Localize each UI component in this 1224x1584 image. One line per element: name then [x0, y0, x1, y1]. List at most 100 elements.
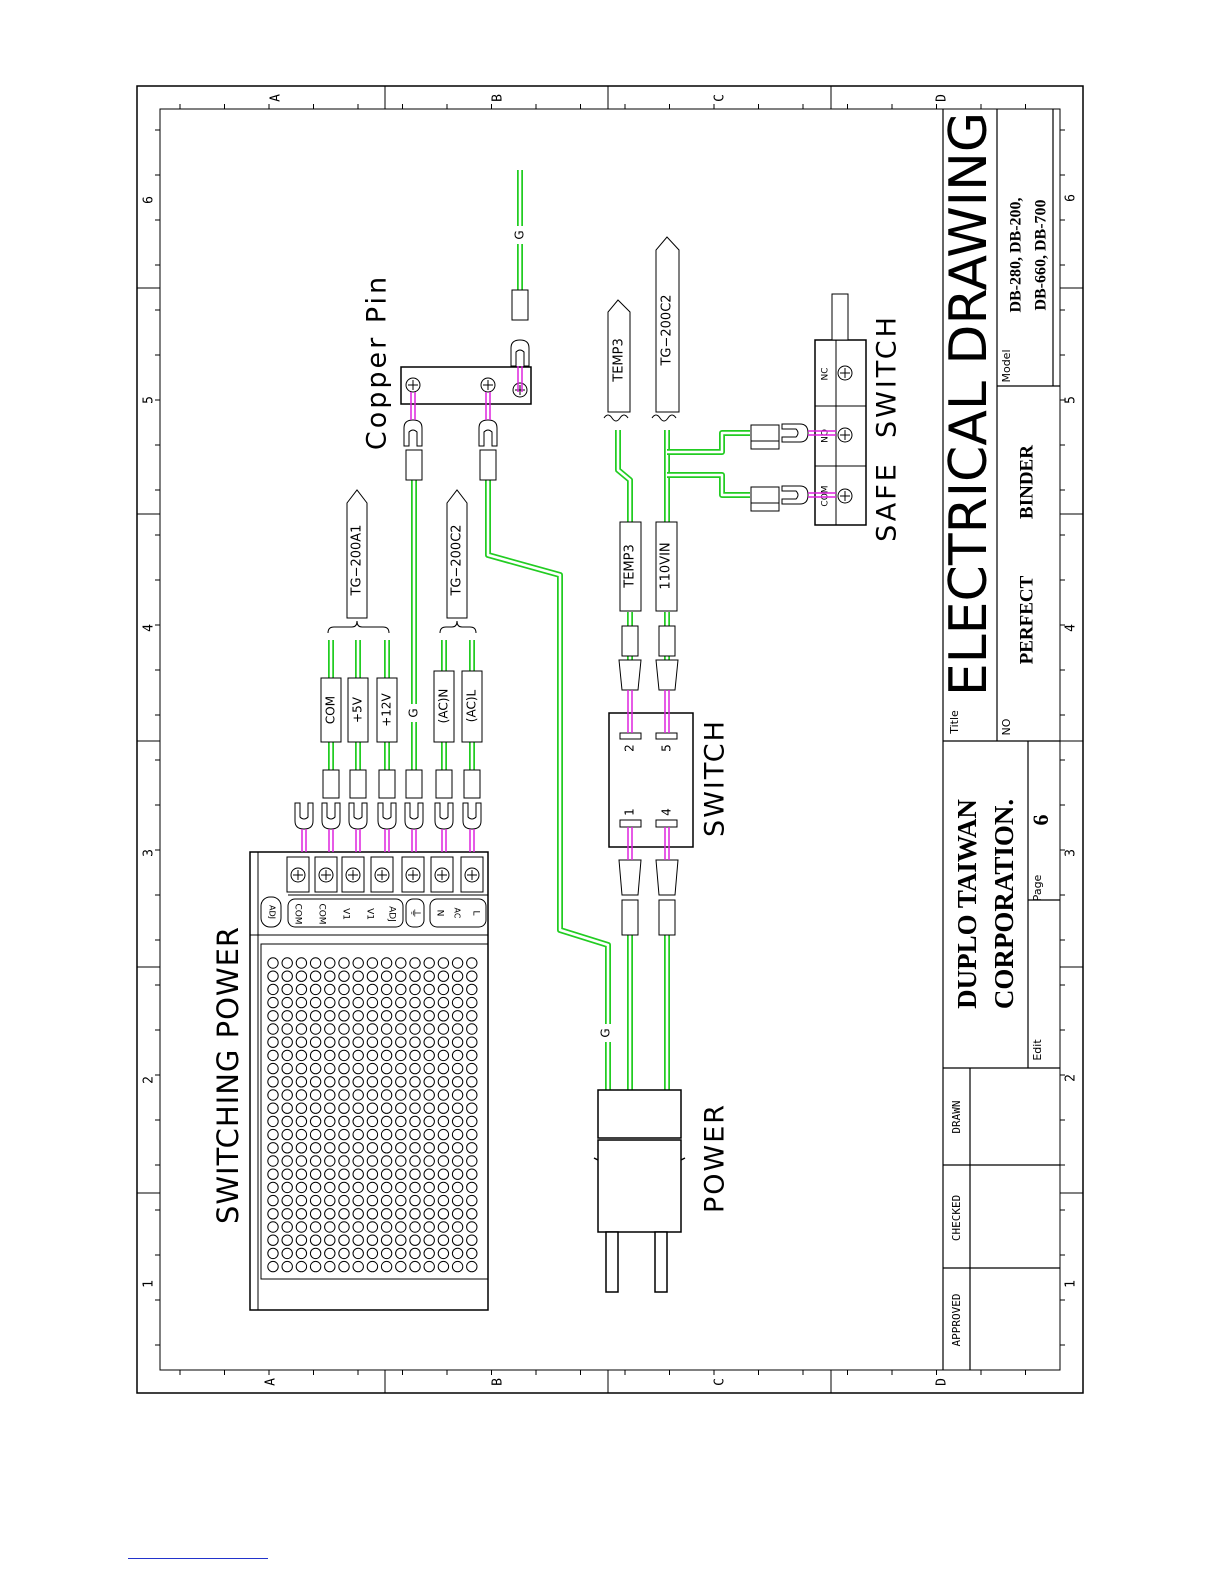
vent-hole [281, 970, 293, 982]
switch-label: SWITCH [700, 719, 731, 837]
vent-hole [338, 1155, 350, 1167]
vent-hole [352, 1049, 364, 1062]
no-label: NO [1000, 718, 1013, 735]
vent-hole [437, 1049, 450, 1062]
vent-hole [409, 1247, 421, 1260]
vent-hole [267, 1260, 279, 1273]
vent-hole [437, 1142, 450, 1154]
vent-hole [352, 1194, 364, 1207]
vent-hole [338, 1234, 350, 1246]
zone-row-labels: 6 5 4 3 2 1 6 5 4 3 2 1 [142, 194, 1079, 1288]
wire-tag-ac-n: (AC)N [433, 670, 455, 743]
vent-hole [409, 1234, 421, 1246]
vent-hole [380, 1208, 393, 1220]
vent-hole [352, 1010, 364, 1022]
vent-hole [451, 1194, 464, 1207]
screw-icon [837, 365, 853, 381]
vent-hole [437, 1062, 450, 1075]
zone-label-c-bottom: C [713, 1378, 728, 1386]
crimp-sleeve [479, 449, 497, 481]
switch-pin-2: 2 [623, 744, 637, 752]
vent-hole [395, 1260, 407, 1273]
vent-hole [267, 1234, 279, 1246]
vent-hole [281, 1234, 293, 1246]
crimp-sleeve [621, 625, 639, 657]
vent-hole [380, 1076, 393, 1088]
vent-hole [437, 1010, 450, 1022]
vent-hole [451, 983, 464, 996]
vent-hole [380, 1010, 393, 1022]
vent-hole [409, 1023, 421, 1035]
vent-hole [352, 983, 364, 996]
vent-hole [324, 1234, 336, 1246]
svg-text:COM: COM [324, 696, 338, 724]
plug-connector [655, 659, 679, 691]
wire-safe-com [667, 472, 750, 498]
vent-hole [466, 1181, 478, 1194]
crimp-sleeve [405, 769, 423, 799]
screw-icon [405, 377, 421, 393]
vent-hole [366, 957, 379, 969]
vent-hole [366, 1115, 379, 1128]
vent-hole [366, 1142, 379, 1154]
svg-text:TEMP3: TEMP3 [623, 544, 638, 588]
vent-hole [466, 1036, 478, 1048]
vent-hole [395, 957, 407, 969]
vent-hole [309, 1142, 322, 1154]
fork-terminal [377, 802, 397, 830]
wire-terminals [294, 289, 836, 936]
vent-hole [338, 1181, 350, 1194]
vent-hole [437, 1089, 450, 1101]
vent-hole [409, 996, 421, 1009]
vent-hole [423, 1208, 435, 1220]
vent-hole [324, 1221, 336, 1233]
model-line-1: DB-280, DB-200, [1008, 197, 1025, 312]
vent-hole [409, 1115, 421, 1128]
vent-hole [380, 1049, 393, 1062]
vent-hole [324, 970, 336, 982]
vent-hole [352, 1115, 364, 1128]
vent-hole [324, 1128, 336, 1141]
vent-hole [409, 1194, 421, 1207]
vent-hole [437, 1208, 450, 1220]
vent-hole [338, 1049, 350, 1062]
fork-terminal [321, 802, 341, 830]
vent-hole [324, 1062, 336, 1075]
vent-hole [395, 1247, 407, 1260]
title-block [942, 109, 1060, 1370]
vent-hole [352, 1155, 364, 1167]
vent-hole [466, 1168, 478, 1180]
vent-hole [309, 1049, 322, 1062]
fork-terminal [510, 339, 530, 367]
vent-hole [451, 1102, 464, 1114]
vent-hole [338, 1247, 350, 1260]
vent-hole [437, 1260, 450, 1273]
vent-hole [423, 970, 435, 982]
vent-hole [437, 1247, 450, 1260]
vent-hole [324, 1181, 336, 1194]
vent-hole [267, 1194, 279, 1207]
plug-connector [618, 859, 642, 896]
vent-hole [309, 1234, 322, 1246]
vent-hole [395, 1142, 407, 1154]
screw-icon [374, 867, 390, 883]
vent-hole [395, 1023, 407, 1035]
vent-hole [338, 1089, 350, 1101]
vent-hole [295, 1023, 308, 1035]
zone-label-b-bottom: B [491, 1378, 506, 1386]
safe-switch: NC NO COM SAFE SWITCH [814, 293, 903, 542]
vent-hole [324, 1260, 336, 1273]
vent-hole [366, 1010, 379, 1022]
vent-hole [423, 1221, 435, 1233]
vent-hole [267, 996, 279, 1009]
vent-hole [309, 1102, 322, 1114]
model-line-2: DB-660, DB-700 [1033, 199, 1050, 310]
switch-pin-1: 1 [623, 808, 637, 816]
vent-hole [267, 1221, 279, 1233]
safe-switch-pin-nc: NC [821, 367, 831, 380]
vent-hole [366, 1247, 379, 1260]
connector-tg-200a1: TG−200A1 [327, 489, 390, 634]
vent-hole [437, 1023, 450, 1035]
terminal-label-l: L [471, 910, 481, 915]
vent-hole [466, 1142, 478, 1154]
